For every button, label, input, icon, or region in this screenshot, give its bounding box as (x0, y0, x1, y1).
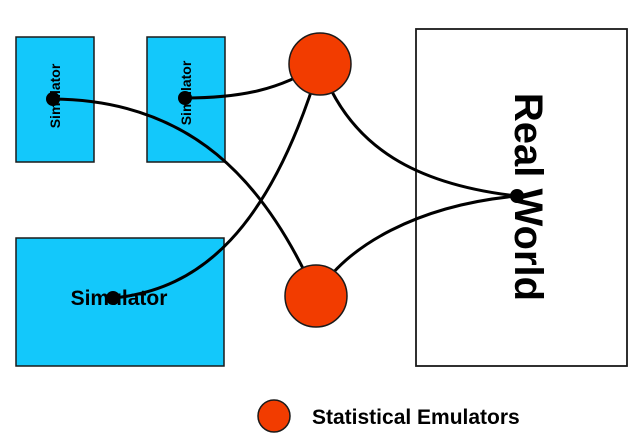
simulator-1-output-node (46, 92, 60, 106)
simulator-3-output-node (106, 291, 120, 305)
real-world-input-node (510, 189, 524, 203)
legend-emulator-icon (257, 399, 291, 433)
connector-emulator-upper-to-real-world (318, 63, 518, 198)
statistical-emulator-lower (284, 264, 348, 328)
statistical-emulator-upper (288, 32, 352, 96)
simulator-box-3 (15, 237, 225, 367)
legend-label: Statistical Emulators (312, 406, 520, 429)
simulator-2-output-node (178, 91, 192, 105)
connector-sim3-to-emulator-upper (112, 63, 322, 300)
connector-sim1-to-emulator-lower (52, 97, 318, 297)
